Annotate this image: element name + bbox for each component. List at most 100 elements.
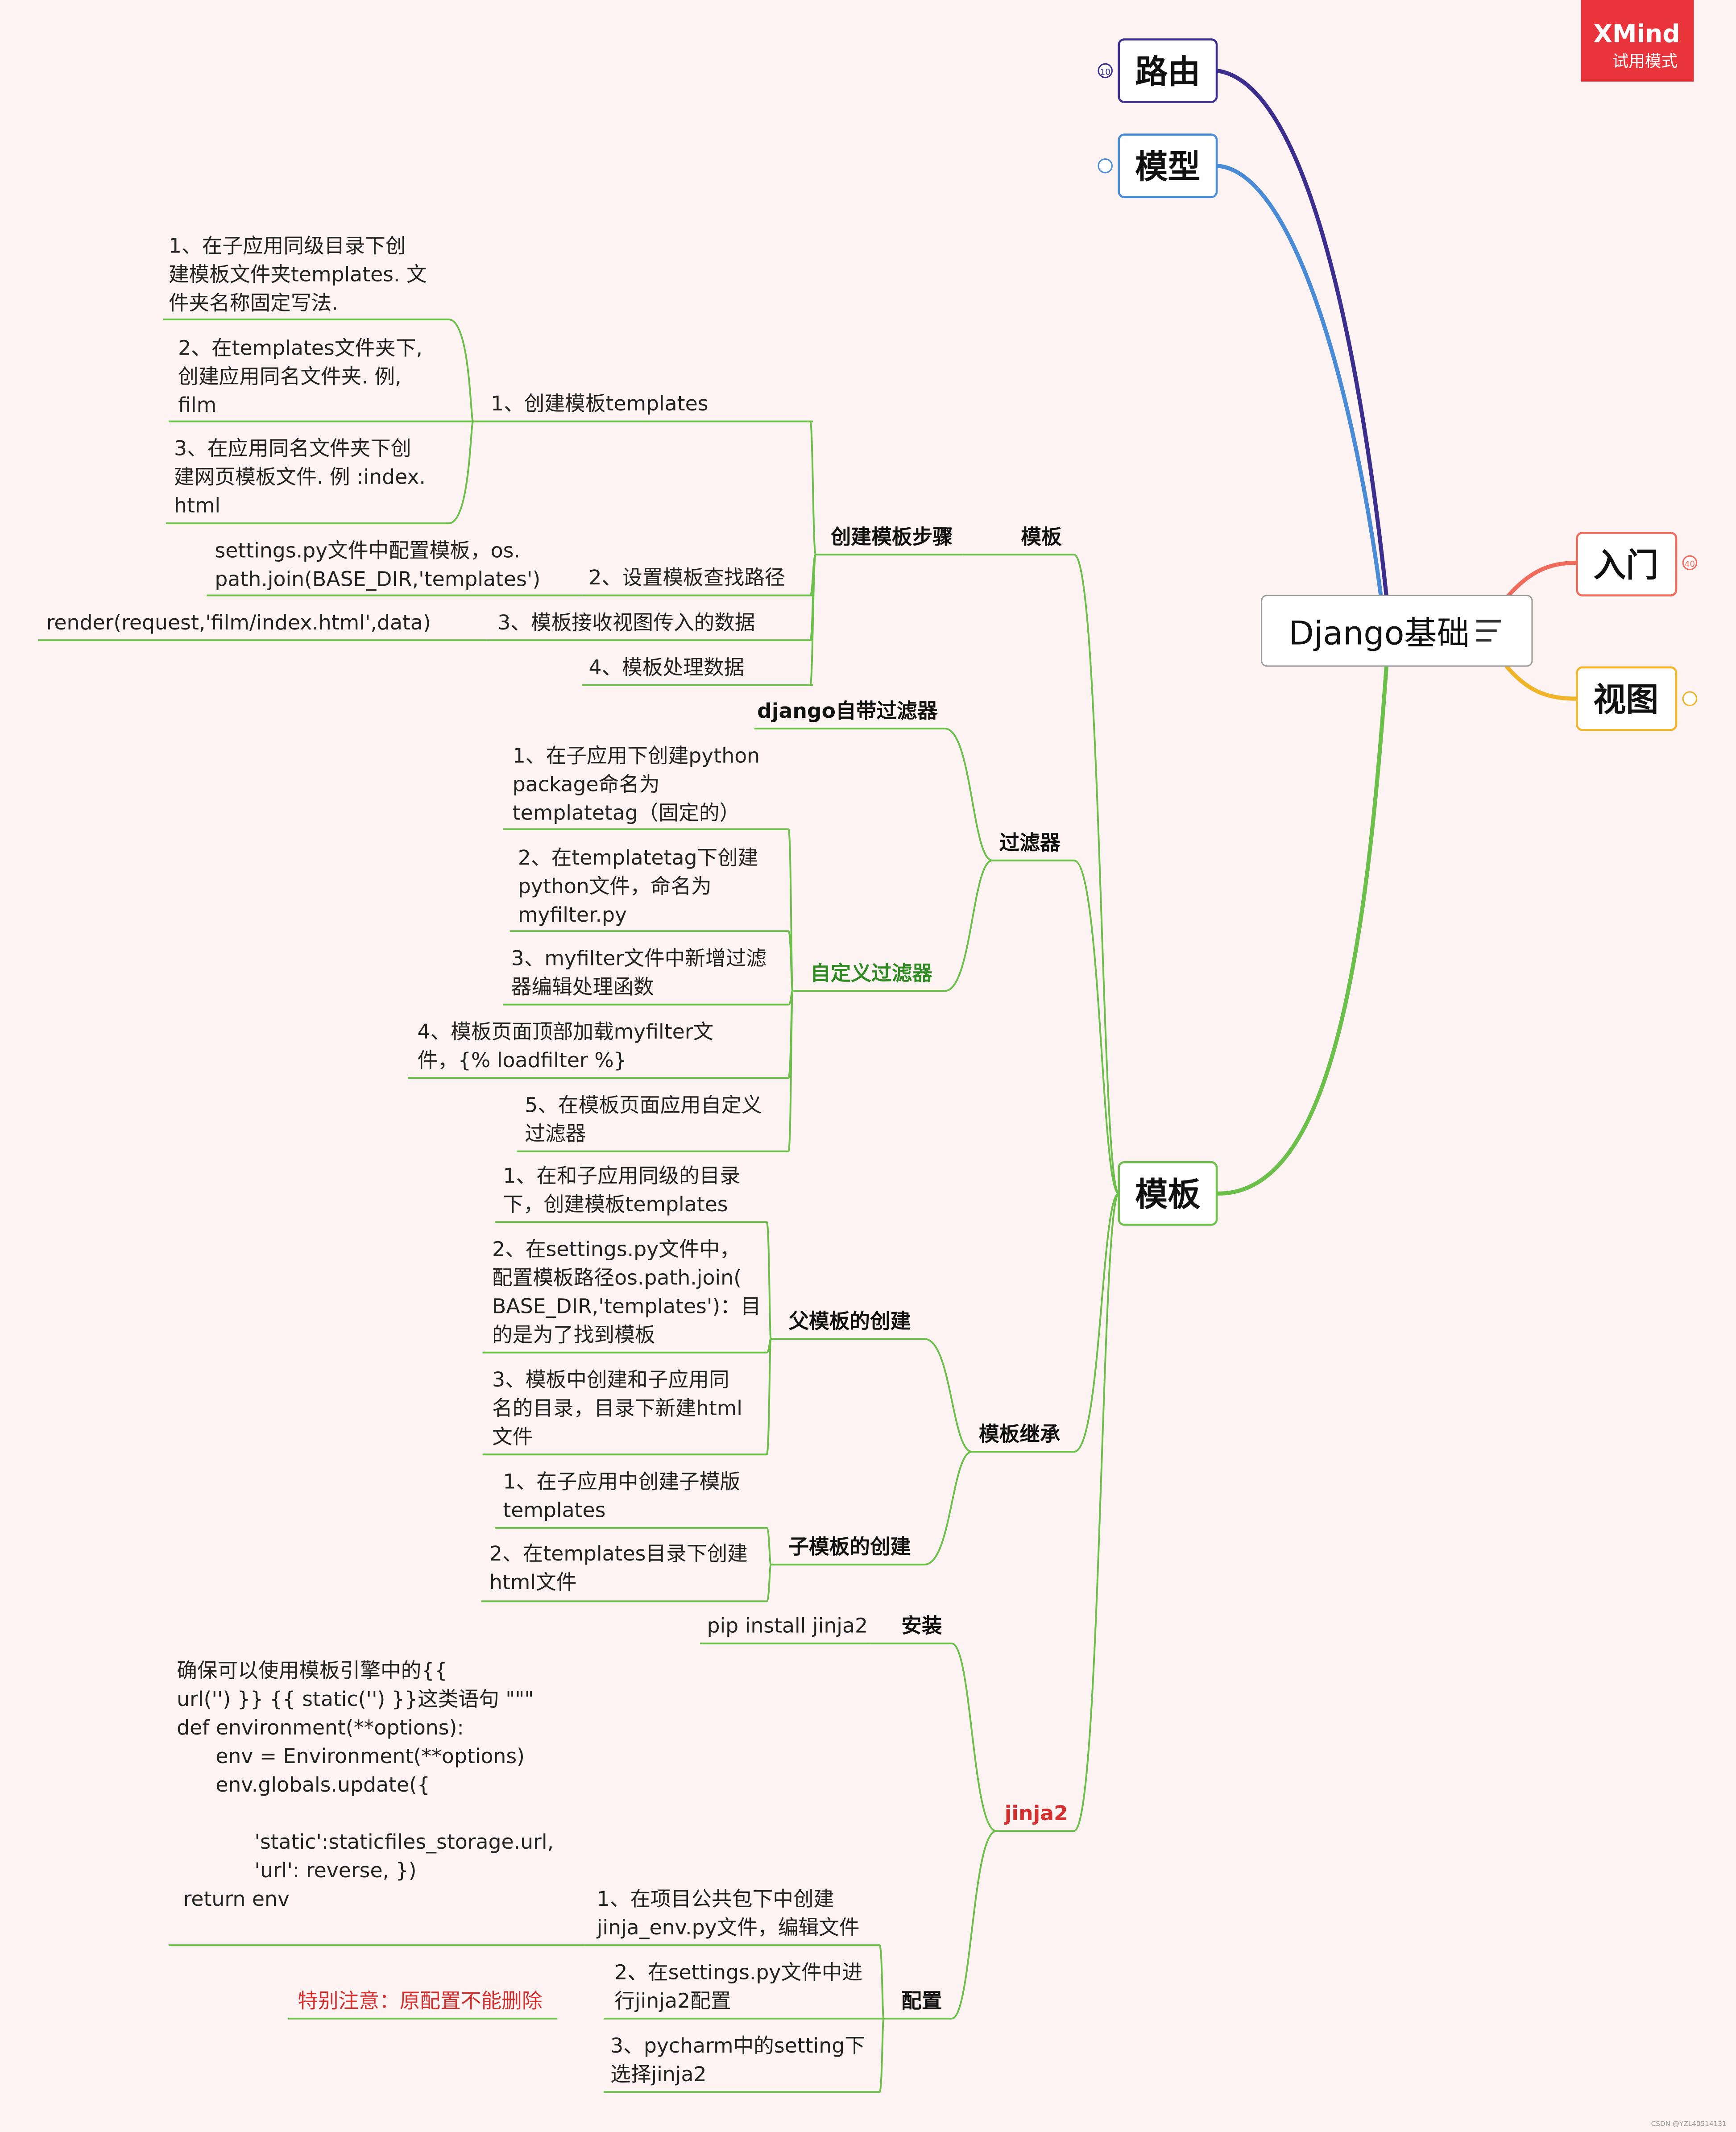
node-render-call[interactable]: render(request,'film/index.html',data) [46,611,431,634]
route-topic[interactable] [1118,38,1218,103]
lines-icon [1476,620,1501,642]
node-fc2-line: python文件，命名为 [518,874,712,898]
node-filters[interactable]: 过滤器 [999,831,1061,854]
template-topic-label: 模板 [1135,1176,1200,1214]
node-fc4-line: 4、模板页面顶部加载myfilter文 [417,1020,713,1043]
node-c1-line: 1、在子应用中创建子模版 [503,1470,740,1493]
node-receive-view-data[interactable]: 3、模板接收视图传入的数据 [497,611,755,634]
node-cfg1a-line: url('') }} {{ static('') }}这类语句 """ [177,1687,534,1711]
node-cfg1-line: 1、在项目公共包下中创建 [597,1887,834,1911]
node-s2a-line: settings.py文件中配置模板，os. [215,538,520,562]
node-fc2[interactable]: 2、在templatetag下创建 python文件，命名为 myfilter.py [518,846,758,927]
node-p2-line: BASE_DIR,'templates')：目 [492,1294,761,1318]
intro-badge-count: 40 [1685,560,1695,569]
view-connector [1504,665,1577,701]
view-topic[interactable] [1576,666,1678,731]
node-cfg1a-line: def environment(**options): [177,1716,464,1739]
node-c1-line: templates [503,1498,605,1522]
node-p3-line: 名的目录，目录下新建html [492,1396,742,1420]
node-cfg1a[interactable]: 确保可以使用模板引擎中的{{ url('') }} {{ static('') }… [177,1659,554,1911]
node-config-warning[interactable]: 特别注意：原配置不能删除 [298,1989,542,2012]
node-install[interactable]: 安装 [901,1614,942,1637]
node-c2-line: 2、在templates目录下创建 [489,1542,748,1565]
node-s1a-line: 件夹名称固定写法. [169,291,338,315]
node-fc2-line: 2、在templatetag下创建 [518,846,758,869]
node-s2a-line: path.join(BASE_DIR,'templates') [215,567,540,591]
node-p3-line: 文件 [492,1425,533,1449]
route-connector [1216,68,1389,599]
node-s1a-line: 建模板文件夹templates. 文 [169,263,427,286]
intro-connector [1504,560,1577,600]
model-collapse-badge[interactable] [1098,158,1113,174]
node-process-data[interactable]: 4、模板处理数据 [588,655,744,679]
node-fc1-line: 1、在子应用下创建python [513,744,760,767]
node-s1c-line: 建网页模板文件. 例 :index. [174,465,426,489]
node-p1-line: 下，创建模板templates [503,1192,728,1216]
node-cfg1a-line: return env [177,1887,290,1911]
node-p1-line: 1、在和子应用同级的目录 [503,1164,740,1188]
node-config[interactable]: 配置 [901,1989,942,2012]
node-cfg1-line: jinja_env.py文件，编辑文件 [597,1916,860,1939]
node-cfg2-line: 行jinja2配置 [614,1989,731,2012]
node-s1b-line: 2、在templates文件夹下, [178,336,423,360]
node-p3-line: 3、模板中创建和子应用同 [492,1368,729,1391]
route-topic-label: 路由 [1135,53,1200,91]
xmind-trial-mode: 试用模式 [1612,51,1678,70]
node-fc3[interactable]: 3、myfilter文件中新增过滤器编辑处理函数 [511,946,766,998]
node-custom-filters[interactable]: 自定义过滤器 [810,961,932,985]
model-topic-label: 模型 [1135,148,1200,186]
node-p2-line: 的是为了找到模板 [492,1323,655,1346]
node-pip-install[interactable]: pip install jinja2 [707,1614,868,1637]
node-child-template[interactable]: 子模板的创建 [788,1535,911,1559]
node-c1[interactable]: 1、在子应用中创建子模版 templates [503,1470,740,1522]
node-jinja2[interactable]: jinja2 [1004,1801,1068,1825]
view-collapse-badge[interactable] [1682,691,1698,706]
node-cfg1a-line: 确保可以使用模板引擎中的{{ [177,1659,447,1682]
node-p1[interactable]: 1、在和子应用同级的目录下，创建模板templates [503,1164,740,1216]
model-connector [1216,164,1384,599]
node-p2-line: 2、在settings.py文件中， [492,1237,740,1261]
node-create-steps[interactable]: 创建模板步骤 [830,525,953,549]
node-c2[interactable]: 2、在templates目录下创建 html文件 [489,1542,748,1594]
node-fc5[interactable]: 5、在模板页面应用自定义过滤器 [525,1093,762,1145]
node-fc5-line: 5、在模板页面应用自定义 [525,1093,762,1117]
node-set-lookup-path[interactable]: 2、设置模板查找路径 [588,566,785,589]
node-cfg2-line: 2、在settings.py文件中进 [614,1960,862,1984]
node-fc4[interactable]: 4、模板页面顶部加载myfilter文件，{% loadfilter %} [417,1020,713,1072]
route-collapse-badge[interactable] [1098,63,1113,79]
node-cfg3[interactable]: 3、pycharm中的setting下选择jinja2 [610,2034,865,2086]
node-template-inherit[interactable]: 模板继承 [979,1422,1061,1446]
node-c2-line: html文件 [489,1570,576,1594]
intro-topic[interactable] [1576,532,1678,596]
node-p2[interactable]: 2、在settings.py文件中，配置模板路径os.path.join(BAS… [492,1237,761,1346]
node-s1b-line: 创建应用同名文件夹. 例, [178,364,401,388]
node-cfg1a-line: env.globals.update({ [177,1773,430,1797]
route-badge-count: 10 [1100,68,1110,77]
node-fc3-line: 3、myfilter文件中新增过滤 [511,946,766,970]
node-parent-template[interactable]: 父模板的创建 [788,1309,911,1333]
node-create-templates[interactable]: 1、创建模板templates [491,392,708,415]
node-fc5-line: 过滤器 [525,1122,586,1145]
node-fc1-line: templatetag（固定的） [513,801,740,824]
node-s1b[interactable]: 2、在templates文件夹下,创建应用同名文件夹. 例,film [178,336,423,417]
node-p3[interactable]: 3、模板中创建和子应用同名的目录，目录下新建html 文件 [492,1368,742,1449]
node-cfg2[interactable]: 2、在settings.py文件中进行jinja2配置 [614,1960,862,2012]
node-fc2-line: myfilter.py [518,903,627,927]
node-s1a[interactable]: 1、在子应用同级目录下创建模板文件夹templates. 文件夹名称固定写法. [169,234,427,315]
root-topic[interactable] [1261,595,1533,667]
view-topic-label: 视图 [1593,681,1658,719]
model-topic[interactable] [1118,133,1218,199]
csdn-watermark: CSDN @YZL40514131 [1651,2120,1727,2128]
intro-collapse-badge[interactable] [1682,555,1698,571]
node-muban[interactable]: 模板 [1021,525,1062,549]
root-topic-label: Django基础 [1289,614,1470,652]
node-s1c[interactable]: 3、在应用同名文件夹下创建网页模板文件. 例 :index.html [174,437,426,517]
node-cfg1[interactable]: 1、在项目公共包下中创建 jinja_env.py文件，编辑文件 [597,1887,860,1939]
node-builtin-filters[interactable]: django自带过滤器 [757,699,938,723]
node-cfg3-line: 选择jinja2 [610,2062,706,2086]
node-s1c-line: html [174,494,220,517]
node-s2a[interactable]: settings.py文件中配置模板，os. path.join(BASE_DIR… [215,538,540,591]
